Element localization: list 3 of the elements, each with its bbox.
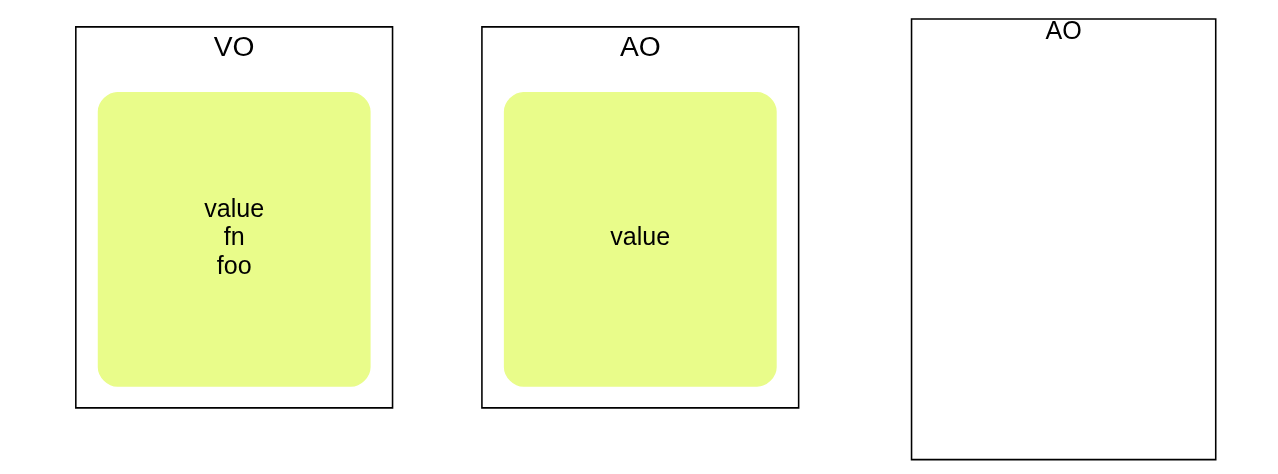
node-box: value fn foo [97,91,371,387]
node-box: AO [910,18,1216,461]
node-box: value [503,91,777,387]
